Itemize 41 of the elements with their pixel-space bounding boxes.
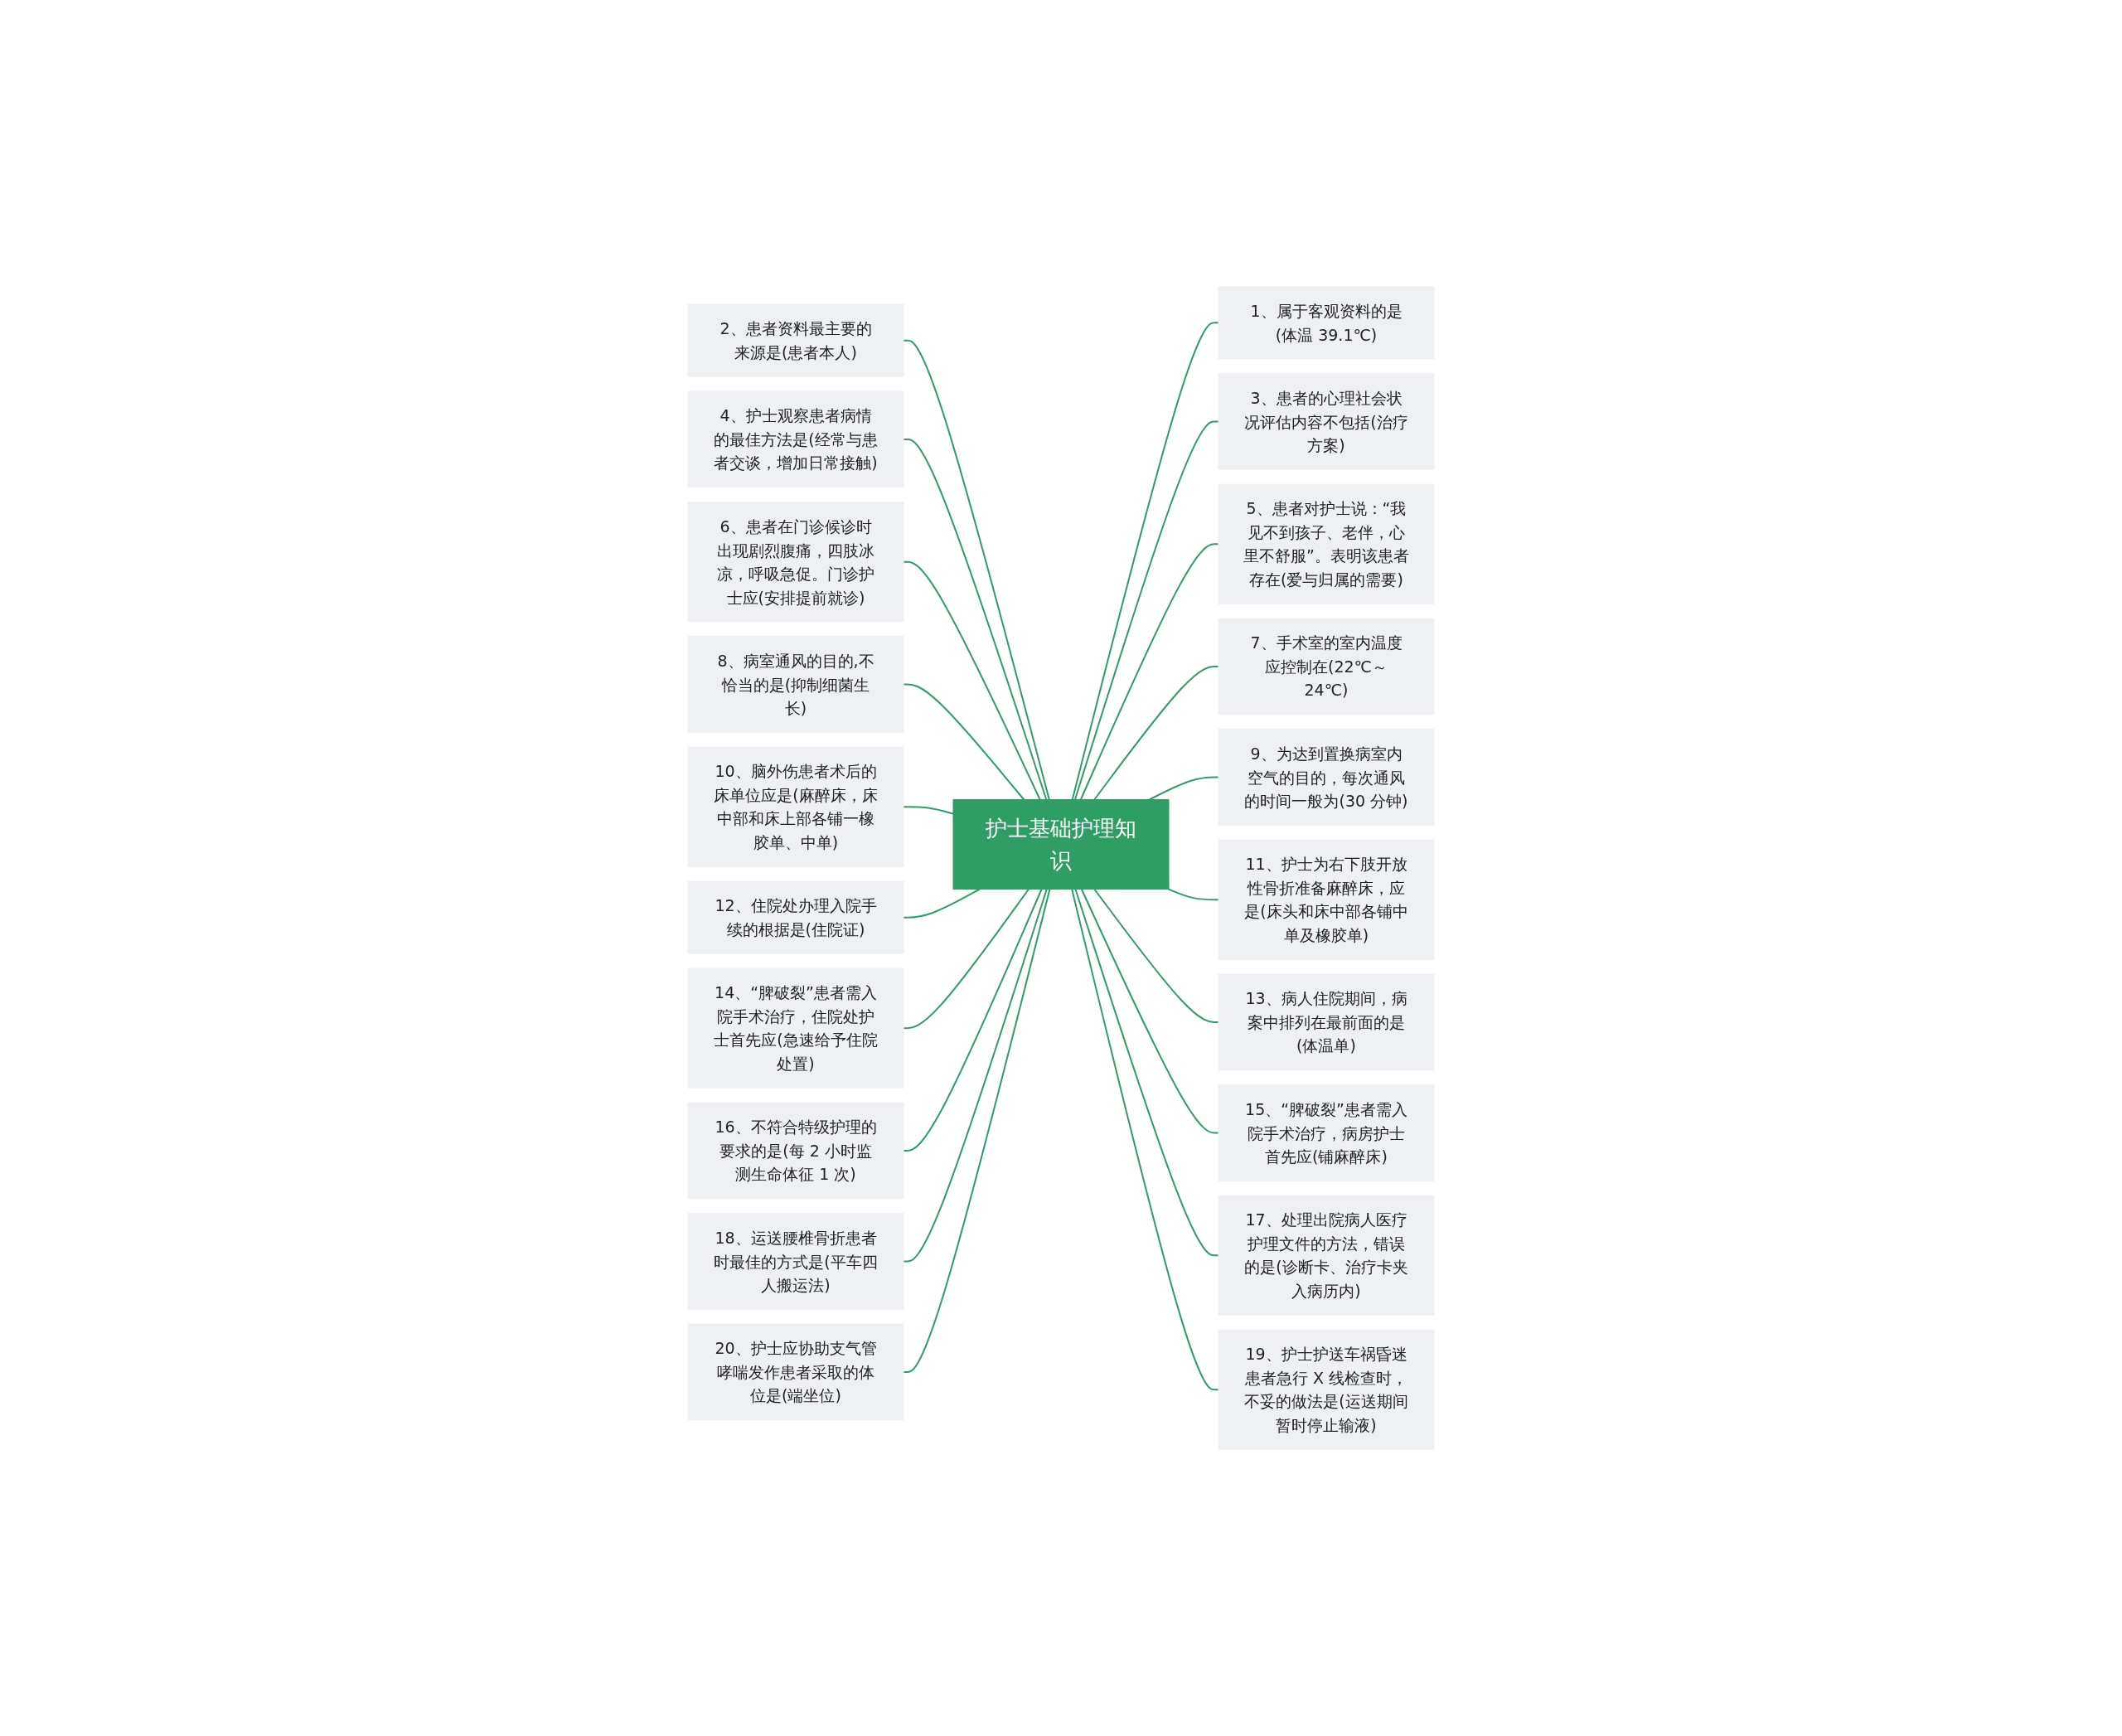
node-box: 17、处理出院病人医疗护理文件的方法，错误的是(诊断卡、治疗卡夹入病历内) (1218, 1195, 1435, 1316)
connector (1071, 888, 1219, 1391)
connector (1073, 420, 1219, 801)
connector (1074, 888, 1219, 1257)
connector (903, 888, 1030, 1030)
connector (903, 683, 1025, 801)
connector (903, 560, 1041, 801)
connector (903, 806, 954, 815)
node-box: 3、患者的心理社会状况评估内容不包括(治疗方案) (1218, 373, 1435, 470)
node-box: 6、患者在门诊候诊时出现剧烈腹痛，四肢冰凉，呼吸急促。门诊护士应(安排提前就诊) (687, 502, 904, 623)
connector (1148, 776, 1219, 801)
node-box: 19、护士护送车祸昏迷患者急行 X 线检查时，不妥的做法是(运送期间暂时停止输液) (1218, 1329, 1435, 1450)
connector (1079, 543, 1219, 801)
node-box: 20、护士应协助支气管哮喘发作患者采取的体位是(端坐位) (687, 1323, 904, 1421)
node-box: 1、属于客观资料的是(体温 39.1℃) (1218, 286, 1435, 360)
node-box: 9、为达到置换病室内空气的目的，每次通风的时间一般为(30 分钟) (1218, 729, 1435, 826)
node-box: 8、病室通风的目的,不恰当的是(抑制细菌生长) (687, 636, 904, 733)
node-box: 18、运送腰椎骨折患者时最佳的方式是(平车四人搬运法) (687, 1213, 904, 1310)
connector (903, 339, 1050, 801)
connector (1093, 888, 1219, 1023)
node-box: 11、护士为右下肢开放性骨折准备麻醉床，应是(床头和床中部各铺中单及橡胶单) (1218, 839, 1435, 960)
node-box: 12、住院处办理入院手续的根据是(住院证) (687, 880, 904, 954)
node-box: 5、患者对护士说：“我见不到孩子、老伴，心里不舒服”。表明该患者存在(爱与归属的需要) (1218, 483, 1435, 604)
node-box: 4、护士观察患者病情的最佳方法是(经常与患者交谈，增加日常接触) (687, 390, 904, 488)
connector (903, 888, 1048, 1263)
connector (903, 888, 1043, 1152)
node-box: 14、“脾破裂”患者需入院手术治疗，住院处护士首先应(急速给予住院处置) (687, 967, 904, 1089)
node-box: 15、“脾破裂”患者需入院手术治疗，病房护士首先应(铺麻醉床) (1218, 1084, 1435, 1181)
node-box: 护士基础护理知识 (952, 799, 1170, 890)
connector (1167, 888, 1219, 901)
connector (1093, 666, 1219, 801)
connector (903, 438, 1048, 801)
connector (903, 888, 1051, 1373)
connector (1080, 888, 1219, 1134)
node-box: 2、患者资料最主要的来源是(患者本人) (687, 303, 904, 377)
node-box: 7、手术室的室内温度应控制在(22℃～24℃) (1218, 618, 1435, 715)
connector (903, 888, 981, 919)
connector (1071, 322, 1219, 801)
node-box: 16、不符合特级护理的要求的是(每 2 小时监测生命体征 1 次) (687, 1102, 904, 1200)
node-box: 10、脑外伤患者术后的床单位应是(麻醉床，床中部和床上部各铺一橡胶单、中单) (687, 746, 904, 867)
node-box: 13、病人住院期间，病案中排列在最前面的是(体温单) (1218, 973, 1435, 1071)
